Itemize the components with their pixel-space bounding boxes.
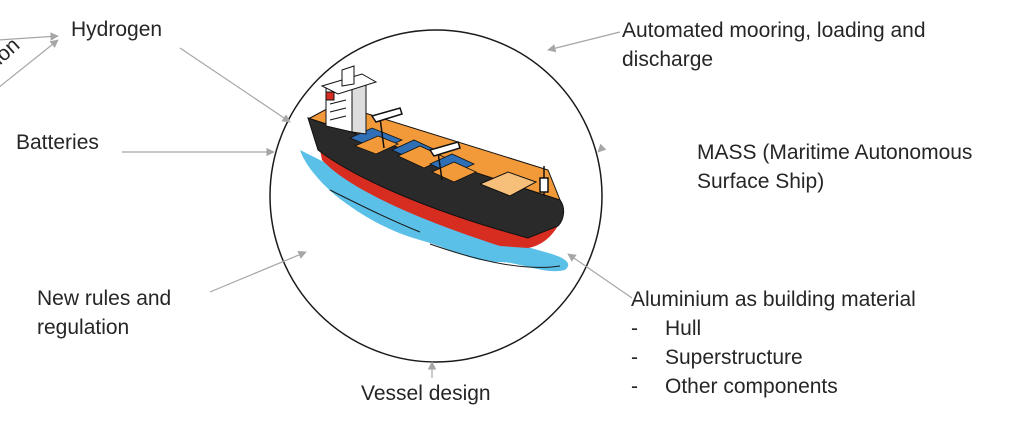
aluminium-item-superstructure: -Superstructure — [631, 343, 916, 372]
batteries-label: Batteries — [16, 128, 99, 157]
aluminium-item-other: -Other components — [631, 372, 916, 401]
aluminium-item-hull: -Hull — [631, 314, 916, 343]
aluminium-item-label: Hull — [665, 317, 701, 340]
mass-line-2: Surface Ship) — [697, 167, 972, 196]
mass-line-1: MASS (Maritime Autonomous — [697, 138, 972, 167]
aluminium-title: Aluminium as building material — [631, 285, 916, 314]
automated-label: Automated mooring, loading and discharge — [622, 16, 926, 74]
bullet-dash: - — [631, 343, 665, 372]
arrow-hydrogen — [180, 48, 290, 122]
arrow-mass — [598, 150, 600, 152]
hydrogen-label: Hydrogen — [71, 15, 162, 44]
automated-line-1: Automated mooring, loading and — [622, 16, 926, 45]
new-rules-label: New rules and regulation — [37, 284, 171, 342]
new-rules-line-1: New rules and — [37, 284, 171, 313]
ship-illustration — [300, 66, 568, 271]
automated-line-2: discharge — [622, 45, 926, 74]
arrow-automated — [548, 32, 620, 50]
arrow-aluminium — [568, 254, 632, 298]
mass-label: MASS (Maritime Autonomous Surface Ship) — [697, 138, 972, 196]
arrow-new-rules — [210, 252, 306, 292]
bullet-dash: - — [631, 372, 665, 401]
bullet-dash: - — [631, 314, 665, 343]
aluminium-item-label: Superstructure — [665, 346, 803, 369]
aluminium-item-label: Other components — [665, 375, 838, 398]
aluminium-block: Aluminium as building material -Hull -Su… — [631, 285, 916, 401]
new-rules-line-2: regulation — [37, 313, 171, 342]
vessel-design-label: Vessel design — [361, 379, 491, 408]
